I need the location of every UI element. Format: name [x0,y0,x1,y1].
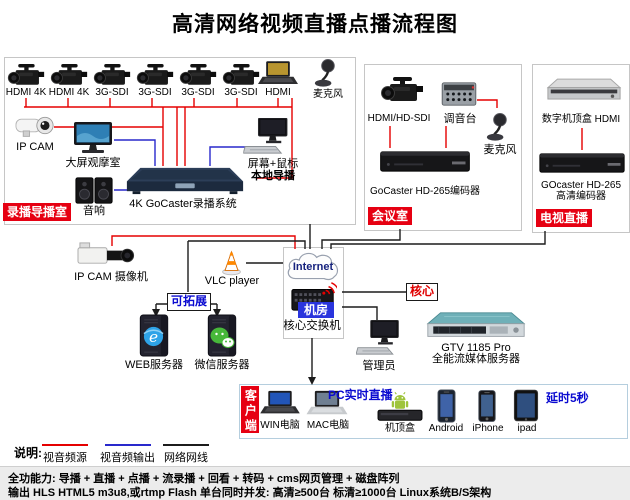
ipad-icon [513,388,539,423]
screen-mouse-label: 屏幕+鼠标 [247,158,299,170]
speakers-label: 音响 [83,205,105,217]
meeting-camera-label: HDMI/HD-SDI [367,113,431,124]
pc-live-label: PC实时直播 [328,388,393,402]
legend-line-network [163,444,209,446]
client-section-box [239,384,628,439]
footer-line1: 全功能力: 导播 + 直播 + 点播 + 流录播 + 回看 + 转码 + cms… [8,473,400,485]
server-room-tag: 机房 [298,302,335,319]
digital-stb-label: 数字机顶盒 HDMI [541,114,621,125]
wechat-server-label: 微信服务器 [194,359,250,371]
tv-encoder-label-line2: 高清编码器 [556,191,606,202]
meeting-section-tag: 会议室 [368,207,413,226]
ipad-label: ipad [517,423,537,434]
camera-input-label: 3G-SDI [224,87,258,98]
legend-item-av-output: 视音频输出 [100,444,155,465]
encoder-icon [378,148,472,175]
legend-line-av-output [104,444,151,446]
switcher-label: 4K GoCaster录播系统 [129,198,237,210]
bigscreen-room-label: 大屏观摩室 [65,157,121,169]
speakers-icon [74,176,114,205]
camera-input-label: 3G-SDI [95,87,129,98]
laptop-input-label: HDMI [265,87,291,98]
footer-line2: 输出 HLS HTML5 m3u8,或rtmp Flash 单台同时并发: 高清… [8,487,492,499]
camera-input-label: 3G-SDI [138,87,172,98]
gtv-server-label-line2: 全能流媒体服务器 [432,353,520,365]
desktop-icon [243,118,291,156]
microphone-icon [312,58,342,89]
camera-input-label: HDMI 4K [5,87,47,98]
android-label: Android [428,423,464,434]
internet-label: Internet [292,261,334,273]
mac-pc-label: MAC电脑 [306,420,350,431]
legend-label-av-source: 视音频源 [43,452,87,464]
web-server-label: WEB服务器 [124,359,184,371]
microphone-label: 麦克风 [313,89,343,100]
mixer-label: 调音台 [443,113,477,125]
audio-mixer-icon [440,80,478,108]
ipcam-label: IP CAM [16,141,54,153]
ie-logo-icon [142,325,165,348]
local-director-label: 本地导播 [251,170,295,182]
vlc-player-label: VLC player [204,275,260,287]
legend-item-network: 网络网线 [163,444,209,465]
ipcam-camera-label: IP CAM 摄像机 [74,271,148,283]
win-laptop-icon [260,390,300,417]
meeting-encoder-label: GoCaster HD-265编码器 [369,186,481,197]
iphone-icon [477,389,497,423]
microphone-icon [484,112,514,143]
stb-label: 机顶盒 [385,423,415,434]
iphone-label: iPhone [472,423,504,434]
tv-section-tag: 电视直播 [536,209,593,228]
core-badge: 核心 [406,283,439,301]
core-switch-label: 核心交换机 [283,320,341,332]
admin-desktop-icon [356,320,402,357]
camcorder-icon [380,76,424,108]
video-switcher-icon [126,164,244,197]
legend-label-network: 网络网线 [164,452,208,464]
win-pc-label: WIN电脑 [260,420,300,431]
laptop-icon [258,60,298,88]
page-title: 高清网络视频直播点播流程图 [172,13,458,36]
android-phone-icon [436,389,457,423]
legend-title: 说明: [14,446,42,460]
box-camera-icon [76,240,138,269]
studio-section-tag: 录播导播室 [3,203,72,222]
settop-box-icon [546,76,622,105]
footer-bar: 全功能力: 导播 + 直播 + 点播 + 流录播 + 回看 + 转码 + cms… [0,466,630,500]
client-section-tag: 客户端 [241,386,260,434]
encoder-icon [538,150,626,176]
monitor-icon [70,120,116,156]
rack-server-icon [426,309,526,342]
legend-line-av-source [42,444,88,446]
legend-label-av-output: 视音频输出 [100,452,155,464]
delay-label: 延时5秒 [546,391,589,405]
vlc-icon [219,250,244,276]
expandable-badge: 可拓展 [167,293,212,311]
tv-encoder-label-line1: GOcaster HD-265 [540,180,622,191]
meeting-mic-label: 麦克风 [483,144,517,156]
wechat-logo-icon [209,326,235,350]
bullet-camera-icon [14,111,56,140]
admin-label: 管理员 [362,360,396,372]
camera-input-label: HDMI 4K [48,87,90,98]
legend-item-av-source: 视音频源 [42,444,88,465]
camera-input-label: 3G-SDI [181,87,215,98]
